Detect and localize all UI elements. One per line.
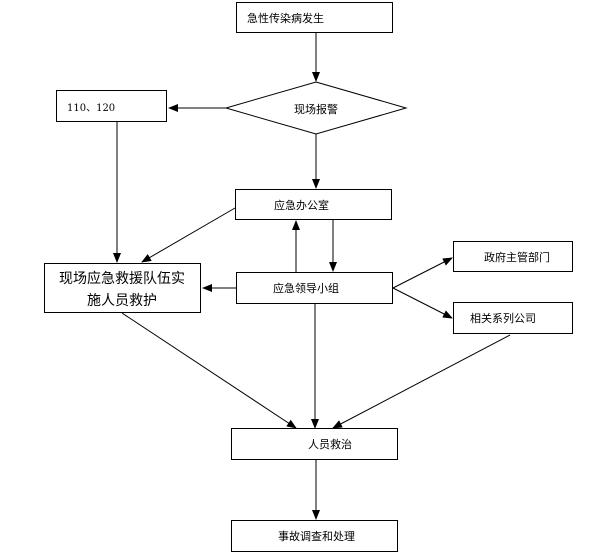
node-personnel-rescue: 人员救治 <box>231 428 398 460</box>
node-related-company: 相关系列公司 <box>453 302 573 334</box>
node-report-label: 现场报警 <box>294 103 338 116</box>
node-rescue-team-line2: 施人员救护 <box>87 293 157 309</box>
node-investigation: 事故调查和处理 <box>231 520 398 552</box>
node-related-company-label: 相关系列公司 <box>470 312 536 325</box>
node-office: 应急办公室 <box>235 189 392 220</box>
arrow-office-to-rescue <box>141 207 236 263</box>
node-gov-dept: 政府主管部门 <box>453 241 573 272</box>
arrow-group-to-company <box>392 287 453 319</box>
node-gov-dept-label: 政府主管部门 <box>484 250 550 264</box>
node-leading-group-label: 应急领导小组 <box>273 282 339 295</box>
node-outbreak: 急性传染病发生 <box>236 2 393 33</box>
node-outbreak-label: 急性传染病发生 <box>247 11 324 25</box>
arrow-group-to-gov <box>392 257 453 289</box>
node-110-120-label: 110、120 <box>67 102 116 114</box>
node-leading-group: 应急领导小组 <box>236 272 393 304</box>
node-office-label: 应急办公室 <box>274 198 329 212</box>
arrow-company-to-personnel <box>332 334 511 429</box>
node-investigation-label: 事故调查和处理 <box>278 530 355 543</box>
node-rescue-team: 现场应急救援队伍实 施人员救护 <box>44 263 201 313</box>
node-rescue-team-line1: 现场应急救援队伍实 <box>59 271 185 287</box>
node-personnel-rescue-label: 人员救治 <box>308 438 352 451</box>
node-110-120: 110、120 <box>56 90 167 122</box>
arrow-rescue-to-personnel <box>121 312 297 429</box>
